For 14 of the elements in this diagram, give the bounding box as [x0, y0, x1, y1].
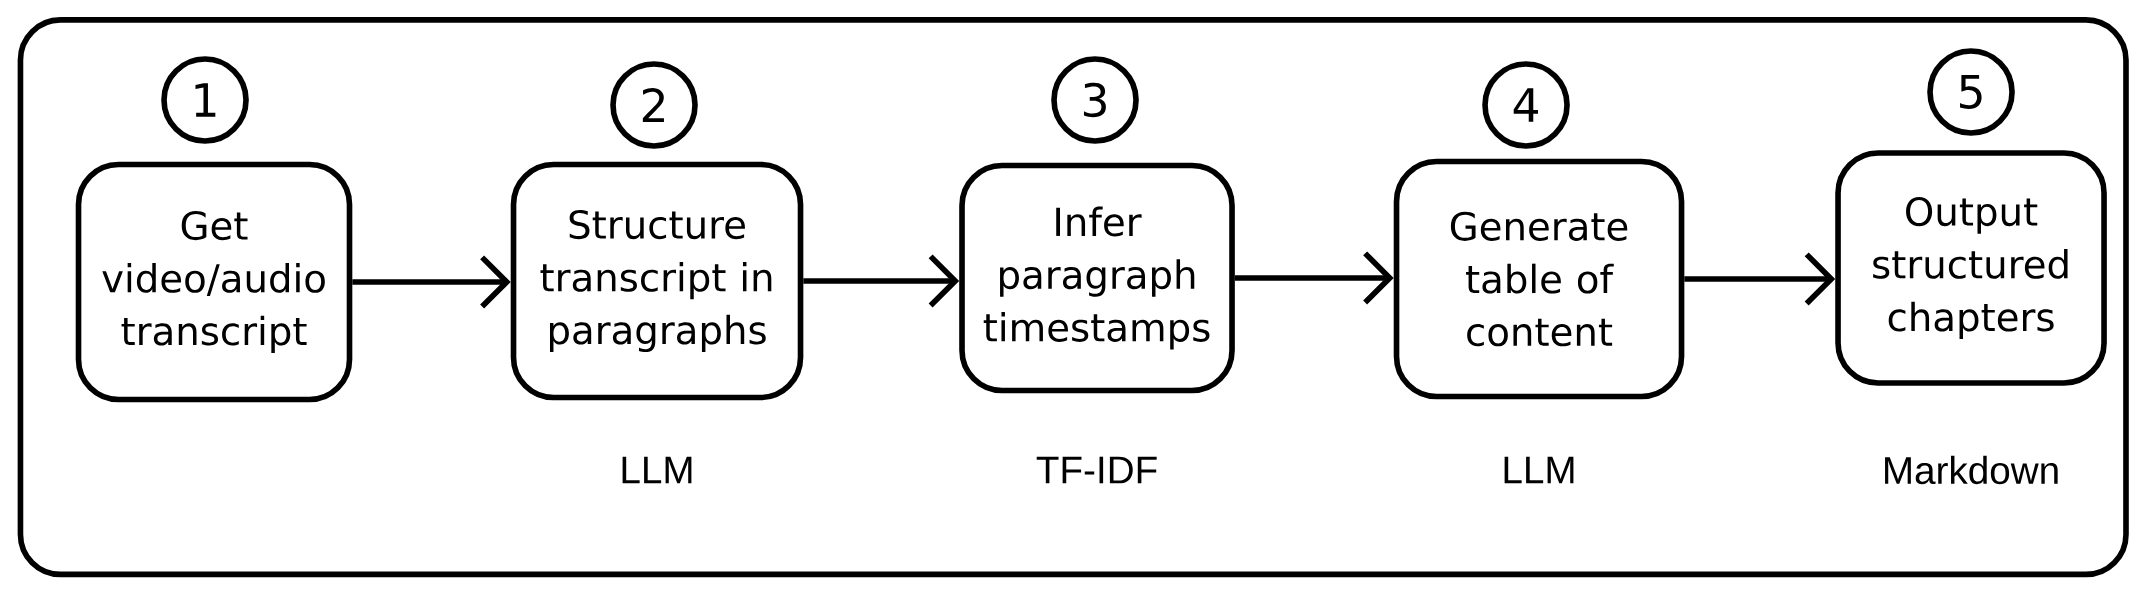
frame — [17, 17, 2129, 578]
arrow — [1684, 252, 1836, 306]
process-box: Structure transcript in paragraphs — [510, 161, 804, 401]
process-box: Get video/audio transcript — [75, 161, 353, 403]
process-box: Output structured chapters — [1835, 150, 2107, 386]
arrow — [1234, 251, 1394, 305]
caption-text: Markdown — [1885, 455, 2058, 485]
arrow — [803, 254, 960, 308]
caption-text: TF-IDF — [1036, 456, 1157, 484]
caption-text: LLM — [1504, 456, 1574, 484]
process-box: Generate table of content — [1393, 158, 1685, 400]
caption-text: LLM — [622, 456, 692, 484]
process-box: Infer paragraph timestamps — [959, 162, 1235, 394]
arrow — [352, 255, 511, 309]
